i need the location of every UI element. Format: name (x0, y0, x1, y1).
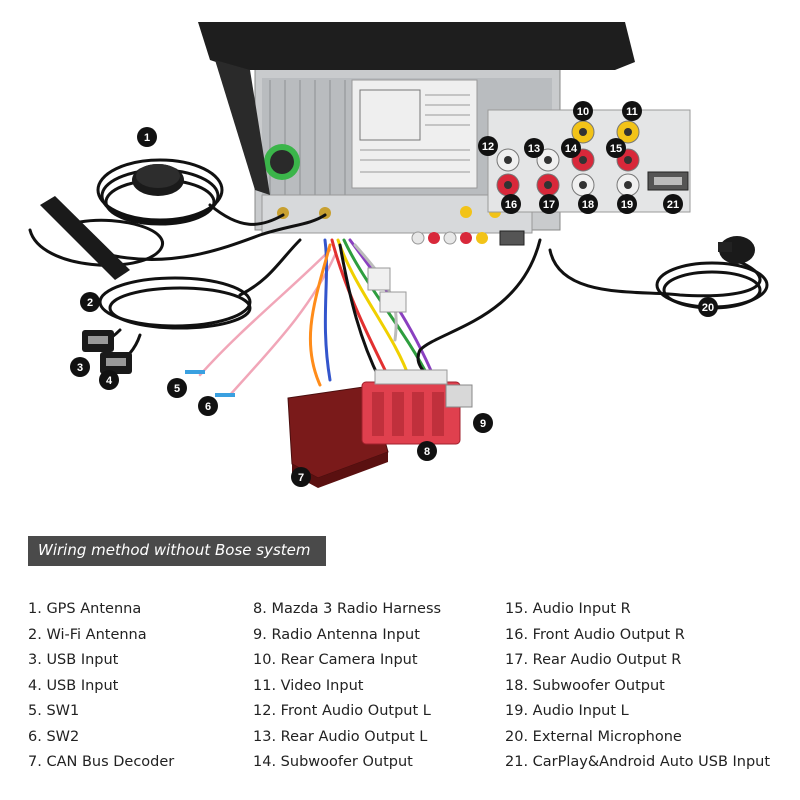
legend-item: 10. Rear Camera Input (253, 652, 418, 668)
mazda-harness (361, 369, 461, 445)
svg-text:19: 19 (621, 199, 633, 211)
wiring-diagram-photo: 1 2 3 4 5 6 7 8 9 10 11 12 13 14 15 16 1… (28, 22, 769, 488)
callout-3: 3 (70, 357, 90, 377)
legend-item: 5. SW1 (28, 703, 80, 719)
svg-text:9: 9 (480, 418, 486, 430)
svg-text:7: 7 (298, 472, 304, 484)
legend-item: 7. CAN Bus Decoder (28, 754, 175, 770)
callout-1: 1 (137, 127, 157, 147)
callout-13: 13 (524, 138, 544, 158)
legend-item: 21. CarPlay&Android Auto USB Input (505, 754, 771, 770)
callout-4: 4 (99, 370, 119, 390)
callout-7: 7 (291, 467, 311, 487)
callout-2: 2 (80, 292, 100, 312)
legend-item: 19. Audio Input L (505, 703, 629, 719)
svg-text:21: 21 (667, 199, 679, 211)
legend-item: 16. Front Audio Output R (505, 626, 685, 643)
callout-9: 9 (473, 413, 493, 433)
legend-item: 18. Subwoofer Output (505, 677, 665, 694)
svg-text:4: 4 (106, 375, 113, 387)
svg-text:14: 14 (565, 143, 578, 155)
callout-8: 8 (417, 441, 437, 461)
callout-5: 5 (167, 378, 187, 398)
callout-20: 20 (698, 297, 718, 317)
section-title-banner: Wiring method without Bose system (28, 536, 326, 566)
callout-19: 19 (617, 194, 637, 214)
svg-text:1: 1 (144, 132, 150, 144)
svg-text:3: 3 (77, 362, 83, 374)
legend-item: 2. Wi-Fi Antenna (28, 626, 147, 643)
svg-text:17: 17 (543, 199, 555, 211)
callout-16: 16 (501, 194, 521, 214)
legend-column-1: 1. GPS Antenna 2. Wi-Fi Antenna 3. USB I… (28, 597, 174, 776)
svg-text:8: 8 (424, 446, 430, 458)
rca-panel (487, 109, 691, 213)
legend-column-3: 15. Audio Input R 16. Front Audio Output… (505, 597, 770, 776)
callout-15: 15 (606, 138, 626, 158)
svg-text:11: 11 (626, 106, 638, 118)
svg-text:18: 18 (582, 199, 594, 211)
legend-item: 20. External Microphone (505, 728, 682, 745)
legend-item: 1. GPS Antenna (28, 601, 142, 617)
legend-item: 6. SW2 (28, 728, 80, 745)
callout-21: 21 (663, 194, 683, 214)
svg-text:5: 5 (174, 383, 180, 395)
components (40, 164, 755, 488)
callout-18: 18 (578, 194, 598, 214)
callout-17: 17 (539, 194, 559, 214)
callout-14: 14 (561, 138, 581, 158)
callout-11: 11 (622, 101, 642, 121)
legend-item: 11. Video Input (253, 677, 364, 694)
legend-item: 9. Radio Antenna Input (253, 626, 420, 643)
legend-item: 12. Front Audio Output L (253, 703, 431, 719)
radio-antenna-plug (445, 384, 473, 408)
legend-item: 14. Subwoofer Output (253, 754, 413, 770)
legend-item: 4. USB Input (28, 677, 119, 694)
callout-6: 6 (198, 396, 218, 416)
legend-item: 8. Mazda 3 Radio Harness (253, 601, 442, 617)
wifi-antenna-body (40, 196, 130, 280)
svg-text:16: 16 (505, 199, 517, 211)
svg-text:10: 10 (577, 106, 589, 118)
legend-item: 3. USB Input (28, 652, 119, 668)
legend-item: 15. Audio Input R (505, 601, 631, 617)
svg-text:15: 15 (610, 143, 622, 155)
legend-item: 13. Rear Audio Output L (253, 728, 428, 745)
svg-text:13: 13 (528, 143, 540, 155)
callout-10: 10 (573, 101, 593, 121)
callout-badges: 1 2 3 4 5 6 7 8 9 10 11 12 13 14 15 16 1… (70, 101, 718, 487)
svg-text:20: 20 (702, 302, 714, 314)
svg-text:12: 12 (482, 141, 494, 153)
svg-text:6: 6 (205, 401, 211, 413)
legend-item: 17. Rear Audio Output R (505, 652, 682, 668)
section-title: Wiring method without Bose system (38, 541, 311, 559)
callout-12: 12 (478, 136, 498, 156)
head-unit (198, 22, 635, 246)
legend-column-2: 8. Mazda 3 Radio Harness 9. Radio Antenn… (253, 597, 441, 776)
svg-text:2: 2 (87, 297, 93, 309)
